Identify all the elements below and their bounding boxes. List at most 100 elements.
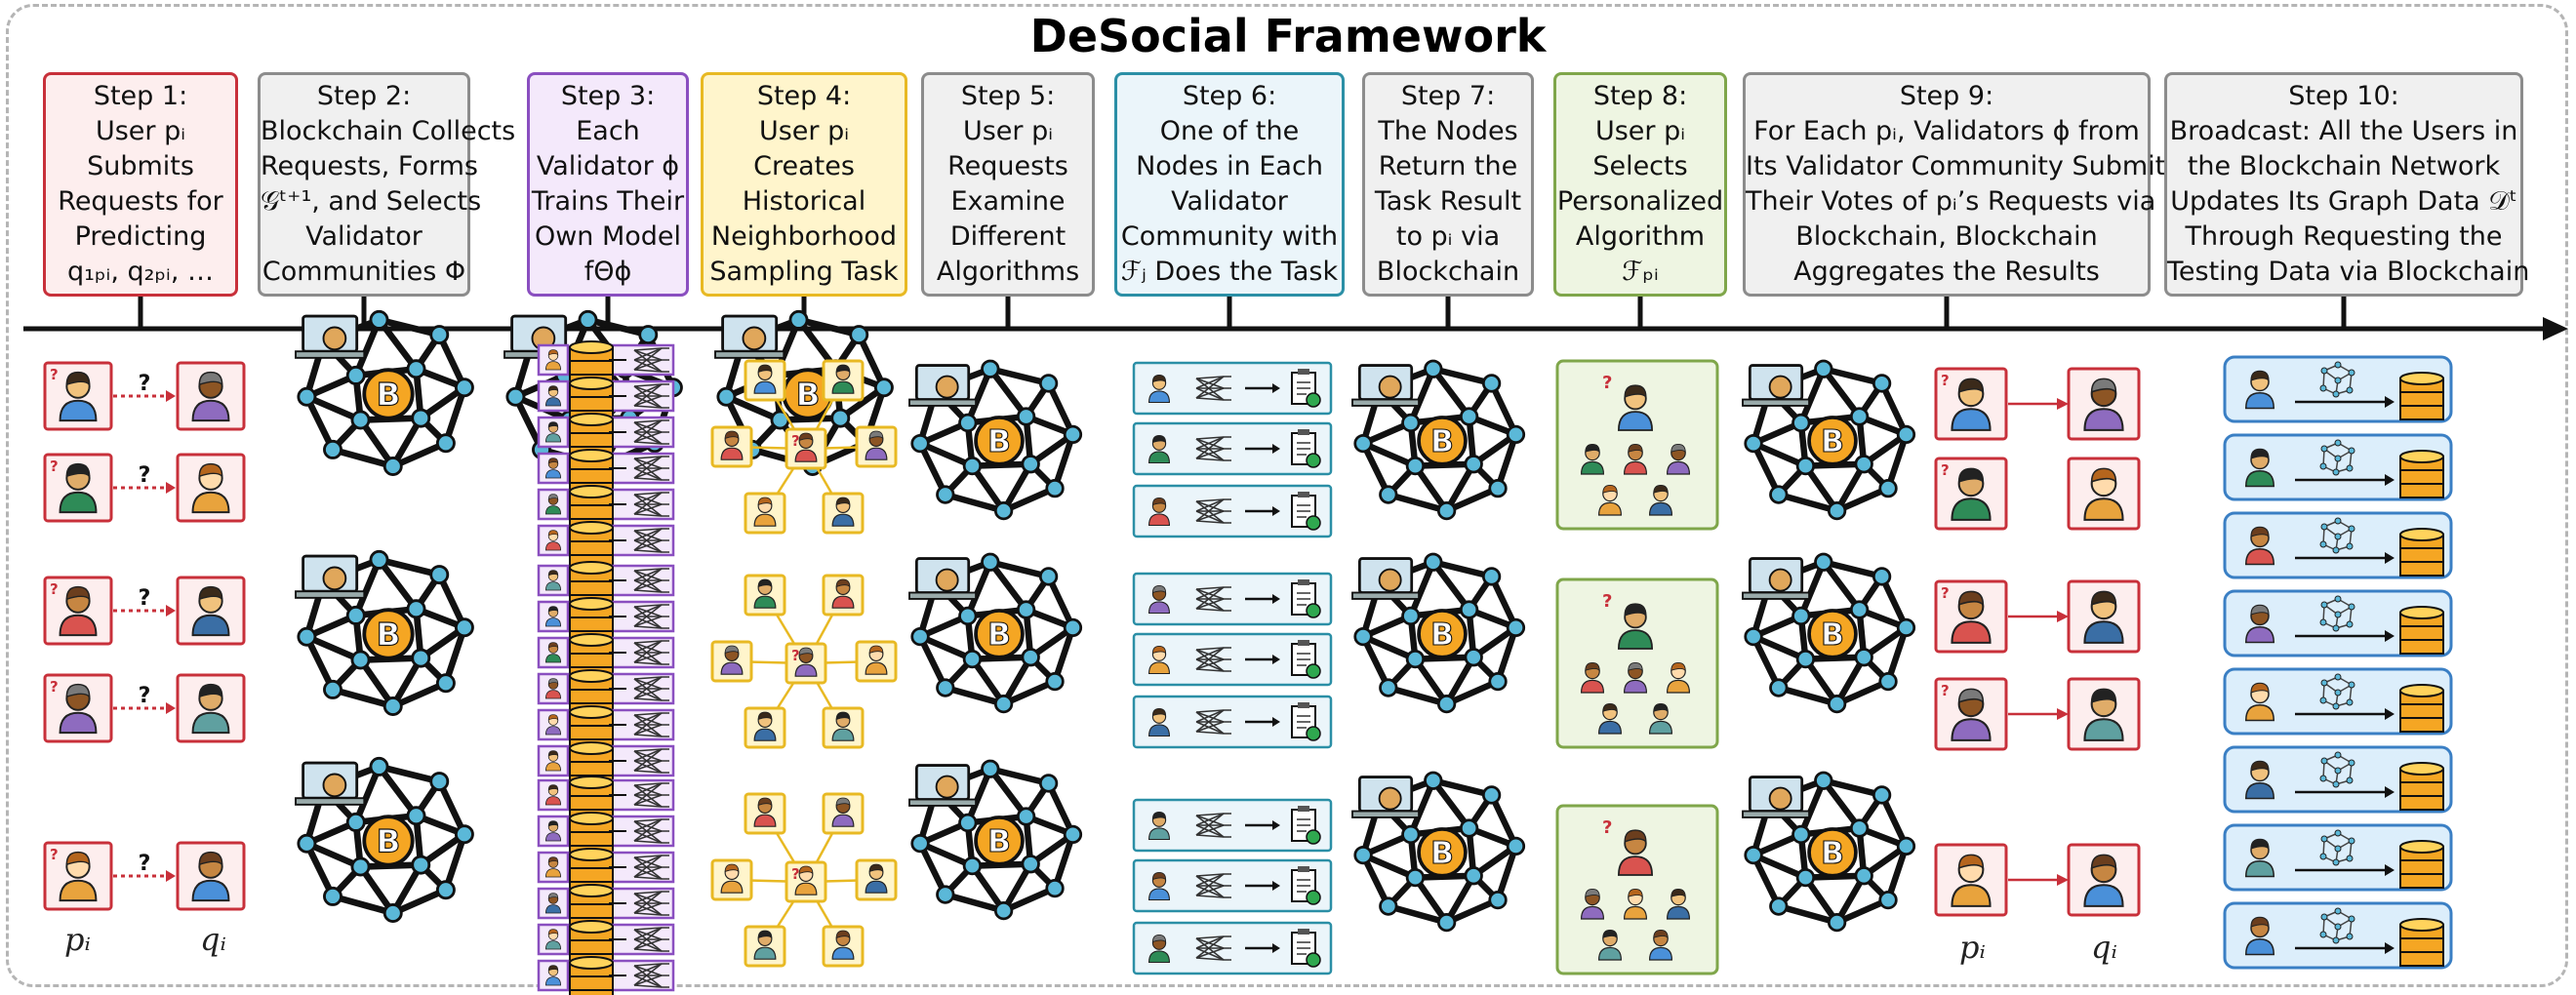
step-3-line-6: fΘϕ xyxy=(584,257,632,287)
broadcast-arrowhead xyxy=(2385,786,2395,798)
avatar-hair xyxy=(2090,854,2117,870)
network-node xyxy=(1459,407,1479,426)
network-node xyxy=(1464,455,1483,474)
network-edge xyxy=(1432,777,1493,799)
broadcast-row xyxy=(2223,511,2453,579)
db-top xyxy=(569,956,614,970)
bitcoin-symbol: B xyxy=(1821,617,1844,653)
tree-edge xyxy=(633,891,663,895)
db-layer xyxy=(569,975,614,991)
broadcast-arrowhead xyxy=(2385,708,2395,720)
network-node xyxy=(411,855,431,875)
dotted-arrowhead xyxy=(166,482,176,494)
laptop-base xyxy=(1351,810,1420,818)
person-avatar xyxy=(753,364,777,394)
tree-edge xyxy=(1195,937,1225,961)
avatar-body xyxy=(59,614,98,637)
model-tree-icon xyxy=(1195,873,1231,898)
tree-edge xyxy=(633,604,663,617)
check-badge xyxy=(1306,829,1321,845)
avatar-hair xyxy=(1670,661,1686,672)
network-edge xyxy=(1488,381,1519,436)
tree-edge xyxy=(1195,875,1225,887)
check-badge xyxy=(1306,952,1321,968)
task-row xyxy=(1132,798,1333,853)
network-node xyxy=(1016,807,1036,826)
person-avatar xyxy=(544,494,562,515)
avatar-body xyxy=(544,726,562,736)
avatar-hair xyxy=(1151,935,1167,943)
mini-node xyxy=(2346,855,2354,862)
avatar-hair xyxy=(1151,646,1167,655)
mini-network-icon xyxy=(2319,829,2355,866)
tree-edge xyxy=(633,458,663,469)
avatar-hair xyxy=(2090,590,2117,607)
person-avatar xyxy=(1623,888,1648,920)
network-edge xyxy=(1488,793,1519,848)
network-edge xyxy=(1361,852,1417,881)
model-tree-icon xyxy=(1195,498,1231,524)
network-node xyxy=(638,325,659,345)
tree-edge xyxy=(633,513,663,517)
avatar-hair xyxy=(798,432,814,442)
laptop-base xyxy=(295,797,366,806)
tree-edge xyxy=(1195,957,1225,961)
avatar-hair xyxy=(1602,484,1618,495)
db-top xyxy=(569,920,614,934)
network-edge xyxy=(1751,635,1782,690)
tree-edge xyxy=(633,855,663,868)
task-arrowhead xyxy=(1272,594,1280,604)
person-avatar xyxy=(831,497,855,527)
tree-edge xyxy=(1195,586,1225,610)
network-edge xyxy=(332,686,394,710)
blockchain-network-icon: B xyxy=(1742,359,1916,521)
person-avatar xyxy=(2244,526,2275,566)
avatar-body xyxy=(1666,905,1691,920)
avatar-hair xyxy=(1957,854,1985,870)
network-node xyxy=(505,386,526,407)
avatar-hair xyxy=(1670,888,1686,898)
person-avatar xyxy=(2244,760,2275,800)
network-edge xyxy=(442,626,468,685)
avatar-hair xyxy=(757,497,773,506)
avatar-body xyxy=(2083,718,2124,741)
network-node xyxy=(1791,606,1811,626)
avatar-hair xyxy=(547,678,559,685)
db-layer xyxy=(2399,717,2444,733)
tree-edge xyxy=(1195,895,1225,898)
query-mark: ? xyxy=(139,372,151,396)
avatar-body xyxy=(191,399,230,422)
network-node xyxy=(993,900,1014,921)
person-avatar xyxy=(831,797,855,827)
mini-node xyxy=(2332,546,2340,554)
tree-edge xyxy=(1195,586,1225,590)
network-edge xyxy=(1360,635,1391,690)
avatar-body xyxy=(544,433,562,443)
tree-edge xyxy=(633,676,663,680)
tree-edge xyxy=(633,794,663,806)
avatar-body xyxy=(1597,946,1623,961)
network-node xyxy=(454,378,474,398)
db-top xyxy=(569,705,614,719)
tree-edge xyxy=(1195,608,1225,612)
step-6-line-3: Nodes in Each xyxy=(1136,151,1323,181)
person-avatar xyxy=(2244,916,2275,956)
avatar-body xyxy=(1147,724,1171,737)
laptop-icon xyxy=(295,761,366,806)
avatar-hair xyxy=(65,683,91,698)
avatar-hair xyxy=(547,421,559,428)
avatar-body xyxy=(1147,451,1171,464)
tree-edge xyxy=(633,492,663,515)
avatar-body xyxy=(1617,411,1654,431)
tree-edge xyxy=(633,712,663,716)
tree-edge xyxy=(633,818,663,832)
step-8-line-5: Algorithm xyxy=(1575,221,1706,252)
db-top xyxy=(2399,918,2444,932)
query-mark: ? xyxy=(139,852,151,876)
avatar-hair xyxy=(835,497,851,506)
mini-node xyxy=(2332,780,2340,788)
database-icon xyxy=(569,956,614,995)
network-edge xyxy=(305,840,362,870)
avatar-hair xyxy=(1151,812,1167,820)
